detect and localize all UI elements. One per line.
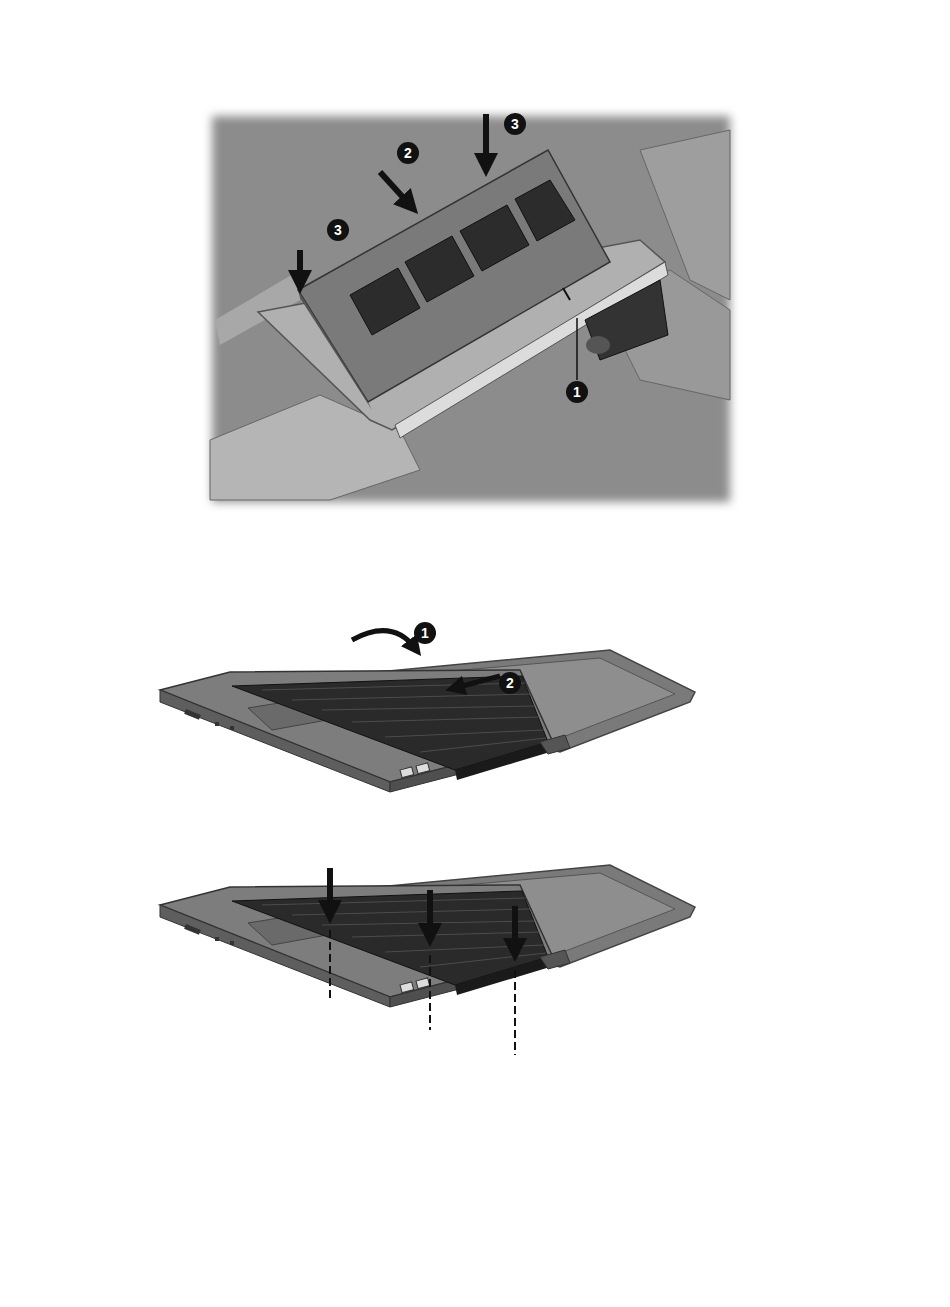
callout-number: 1 — [414, 622, 436, 644]
callout-number: 3 — [504, 113, 526, 135]
callout-number: 2 — [499, 672, 521, 694]
callout-number: 3 — [327, 219, 349, 241]
callout-number: 1 — [566, 381, 588, 403]
callout-number: 2 — [397, 142, 419, 164]
